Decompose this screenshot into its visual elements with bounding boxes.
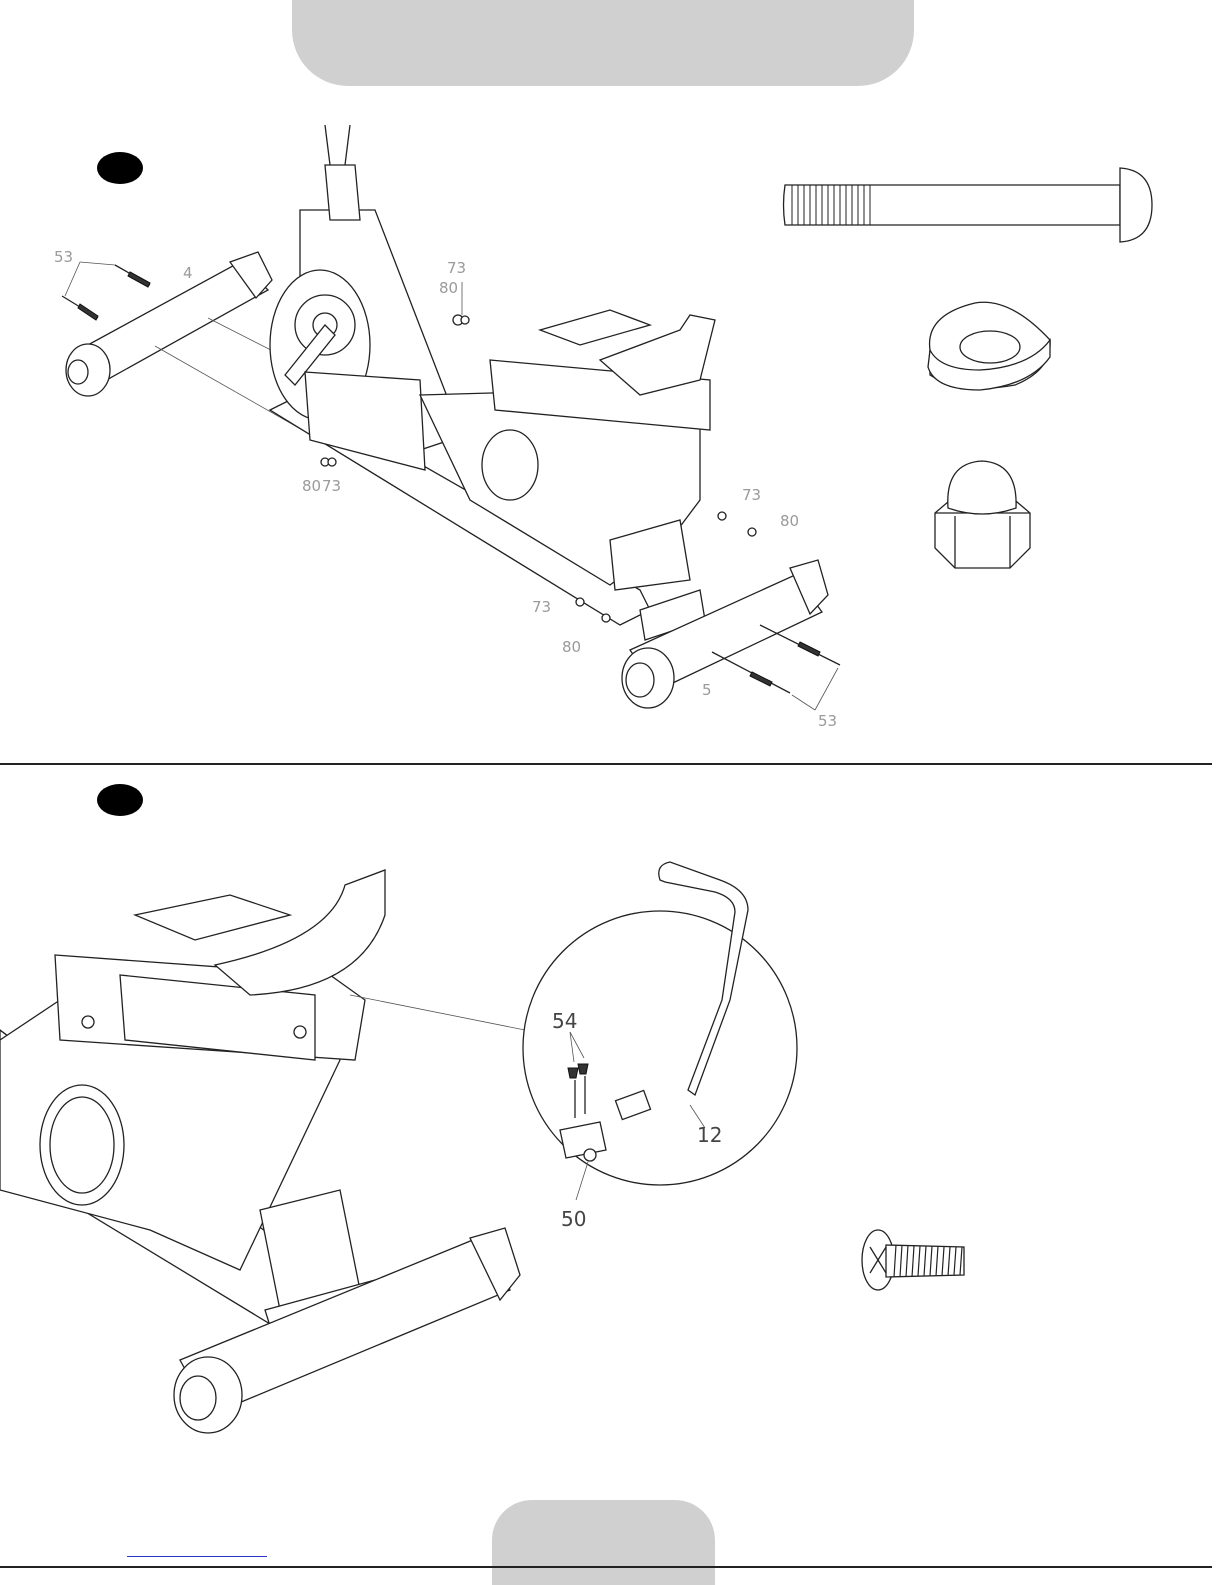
label-73-left: 73 bbox=[322, 477, 341, 495]
label-80-left: 80 bbox=[302, 477, 321, 495]
main-frame bbox=[270, 165, 715, 640]
label-73-top: 73 bbox=[447, 259, 466, 277]
screw-icon bbox=[856, 1225, 971, 1295]
label-80-right: 80 bbox=[780, 512, 799, 530]
label-73-bottom: 73 bbox=[532, 598, 551, 616]
front-stabilizer bbox=[66, 252, 272, 396]
label-80-bottom: 80 bbox=[562, 638, 581, 656]
acorn-nut-icon bbox=[930, 458, 1035, 573]
label-54: 54 bbox=[552, 1009, 577, 1033]
label-5: 5 bbox=[702, 681, 712, 699]
frame-rear-view bbox=[0, 870, 385, 1330]
label-53-left: 53 bbox=[54, 248, 73, 266]
label-53-right: 53 bbox=[818, 712, 837, 730]
label-4: 4 bbox=[183, 264, 193, 282]
bolt-icon bbox=[780, 160, 1160, 250]
label-73-right: 73 bbox=[742, 486, 761, 504]
curved-washer-icon bbox=[920, 295, 1060, 400]
footer-link-underline bbox=[127, 1556, 267, 1557]
label-12: 12 bbox=[697, 1123, 722, 1147]
section-divider bbox=[0, 763, 1212, 765]
bottom-divider bbox=[0, 1566, 1212, 1568]
label-50: 50 bbox=[561, 1207, 586, 1231]
step-2-assembly-diagram: 54 12 50 bbox=[0, 770, 800, 1470]
label-80-top: 80 bbox=[439, 279, 458, 297]
footer-tab bbox=[492, 1500, 715, 1585]
